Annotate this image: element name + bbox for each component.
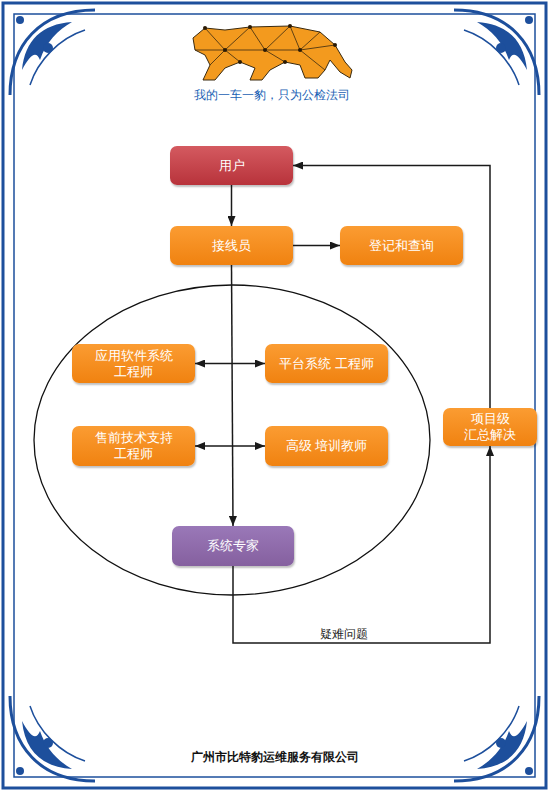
edge-label: 疑难问题 xyxy=(320,626,368,643)
connector-arrow xyxy=(231,185,233,226)
inner-frame xyxy=(14,14,535,777)
corner-dot xyxy=(43,43,53,53)
node-text: 高级 培训教师 xyxy=(286,438,368,454)
user-box: 用户 xyxy=(170,146,293,185)
engineer-box: 应用软件系统 工程师 xyxy=(72,344,195,383)
corner-swirl xyxy=(30,30,85,85)
node-text: 平台系统 工程师 xyxy=(279,356,374,372)
node-text: 售前技术支持 工程师 xyxy=(78,430,189,462)
resolve-box: 项目级 汇总解决 xyxy=(443,408,537,446)
node-text: 项目级 汇总解决 xyxy=(449,411,531,443)
leopard-body xyxy=(193,26,352,80)
engineer-box: 平台系统 工程师 xyxy=(265,344,388,383)
connector-arrow xyxy=(233,446,490,643)
corner-ornament xyxy=(10,10,95,95)
node-text: 登记和查询 xyxy=(369,238,434,254)
company-name: 广州市比特豹运维服务有限公司 xyxy=(150,749,400,766)
expert-box: 系统专家 xyxy=(172,526,294,566)
operator-box: 接线员 xyxy=(170,226,293,265)
node-text: 接线员 xyxy=(212,238,251,254)
leopard-mesh xyxy=(195,26,335,70)
node-text: 应用软件系统 工程师 xyxy=(78,348,189,380)
node-text: 用户 xyxy=(219,158,245,174)
leopard-nodes xyxy=(203,24,337,64)
node-text: 系统专家 xyxy=(207,538,259,554)
connector-arrow xyxy=(293,166,490,409)
outer-frame xyxy=(3,3,546,788)
trainer-box: 高级 培训教师 xyxy=(265,426,388,466)
engineer-box: 售前技术支持 工程师 xyxy=(72,426,195,466)
corner-ornament xyxy=(10,696,95,781)
connector-arrow xyxy=(293,245,340,247)
slogan: 我的一车一豹，只为公检法司 xyxy=(172,87,372,104)
corner-leaf xyxy=(22,22,72,70)
corner-ornament xyxy=(454,10,539,95)
connector-arrow xyxy=(195,363,265,365)
team-ellipse xyxy=(34,285,430,595)
leopard-logo xyxy=(193,24,352,80)
register-box: 登记和查询 xyxy=(340,226,463,265)
corner-ornament xyxy=(454,696,539,781)
connector-arrow xyxy=(195,445,265,447)
corner-swirl xyxy=(10,10,95,95)
connector-arrow xyxy=(232,265,234,526)
corner-dot xyxy=(16,16,24,24)
